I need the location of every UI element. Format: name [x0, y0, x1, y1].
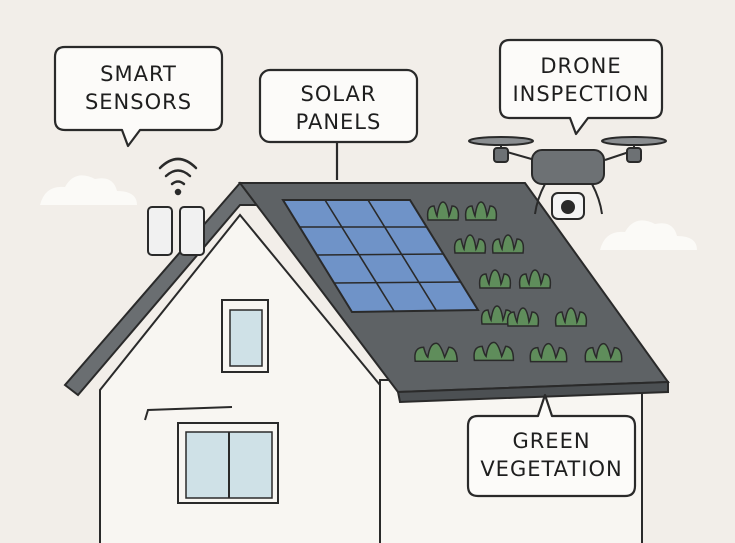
awning-line — [144, 406, 233, 421]
label-line: INSPECTION — [512, 82, 650, 106]
window-large — [177, 422, 279, 504]
label-line: SMART — [100, 62, 177, 86]
plant-clump — [529, 342, 568, 363]
label-line: SOLAR — [300, 82, 377, 106]
roof-fascia — [396, 380, 669, 404]
label-green-vegetation: GREEN VEGETATION — [468, 427, 635, 483]
label-solar-panels: SOLAR PANELS — [260, 80, 417, 136]
label-line: SENSORS — [84, 90, 193, 114]
plant-clump — [414, 342, 458, 362]
plant-clump — [491, 234, 525, 254]
plant-clump — [426, 201, 460, 221]
plant-clump — [464, 201, 498, 221]
label-line: VEGETATION — [480, 457, 623, 481]
vegetation — [414, 201, 623, 363]
plant-clump — [480, 305, 514, 325]
label-line: GREEN — [512, 429, 591, 453]
front-wall — [99, 213, 381, 543]
plant-clump — [506, 307, 540, 327]
clouds — [40, 175, 697, 250]
solar-panel — [281, 199, 480, 314]
plant-clump — [518, 269, 552, 289]
plant-clump — [478, 269, 512, 289]
plant-clump — [453, 234, 487, 254]
plant-clump — [554, 307, 588, 327]
wifi-icon — [158, 157, 198, 196]
callout-boxes — [53, 38, 664, 498]
window-small — [221, 299, 269, 373]
plant-clump — [584, 342, 623, 363]
label-line: PANELS — [295, 110, 382, 134]
label-line: DRONE — [540, 54, 622, 78]
label-smart-sensors: SMART SENSORS — [55, 60, 222, 116]
plant-clump — [473, 341, 515, 362]
cloud-left — [40, 175, 137, 205]
label-drone-inspection: DRONE INSPECTION — [500, 52, 662, 108]
drone — [468, 136, 667, 220]
smart-sensor-devices — [147, 206, 205, 256]
cloud-right — [600, 220, 697, 250]
